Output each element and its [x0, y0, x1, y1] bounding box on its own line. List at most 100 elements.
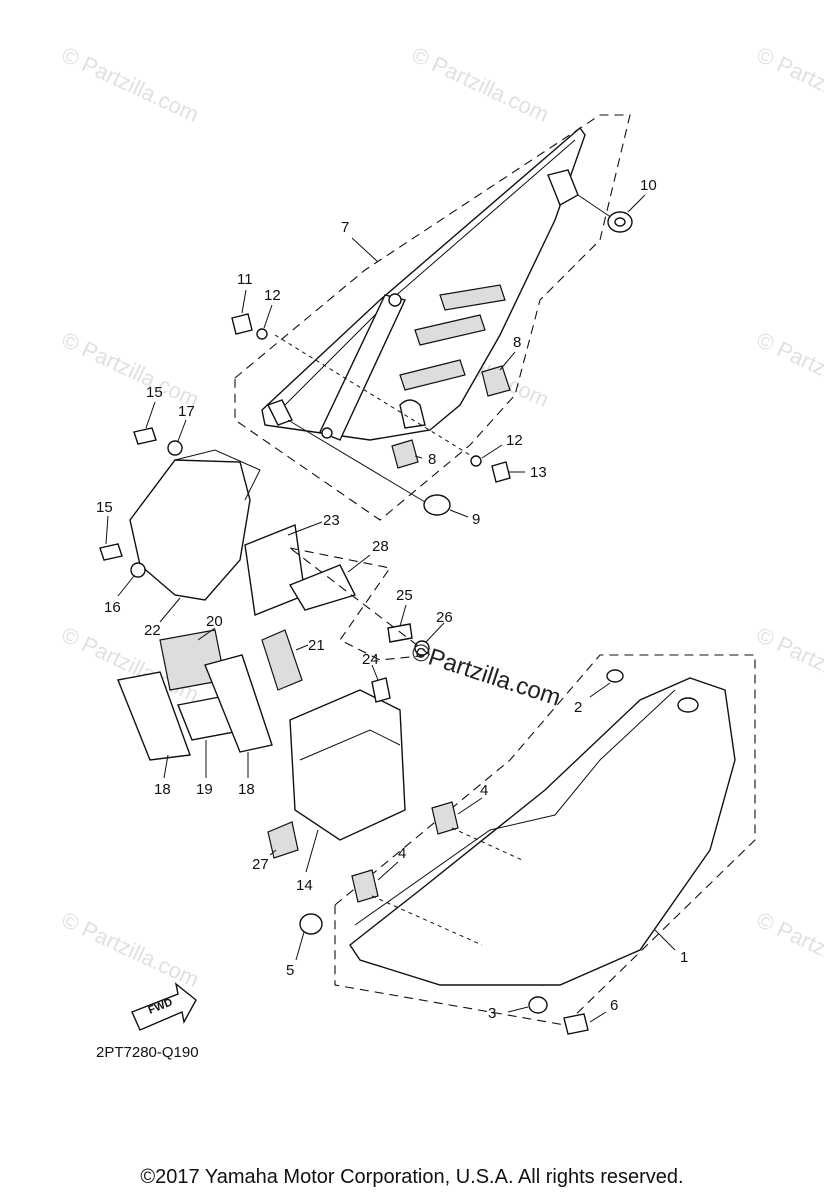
watermark: © Partzilla.com	[58, 42, 203, 127]
partzilla-watermark: ©Partzilla.com	[408, 638, 564, 712]
mounting-hole	[388, 293, 402, 307]
bolt-15-upper	[133, 427, 157, 445]
watermark: © Partzilla.com	[58, 907, 203, 992]
leader-16	[117, 575, 135, 597]
bolt-25	[387, 623, 413, 643]
grommet-5	[299, 913, 323, 935]
cover-rib	[439, 284, 506, 311]
callout-21: 21	[308, 637, 325, 654]
watermark: © Partzilla.com	[58, 327, 203, 412]
callout-4a: 4	[480, 782, 488, 799]
leader-25	[399, 604, 407, 627]
mounting-hole	[321, 427, 333, 439]
leader-5	[295, 931, 305, 961]
battery-box-inner	[299, 729, 401, 761]
callout-19: 19	[196, 781, 213, 798]
damper-4-lower	[351, 869, 379, 903]
watermark: © Partzilla.com	[753, 42, 824, 127]
leader-8a	[499, 351, 516, 371]
diagram-code: 2PT7280-Q190	[96, 1044, 199, 1061]
collar-16	[130, 562, 146, 578]
mounting-boss	[399, 399, 426, 429]
leader-27	[269, 849, 277, 856]
watermark: © Partzilla.com	[753, 622, 824, 707]
callout-7: 7	[341, 219, 349, 236]
leader-28	[347, 554, 371, 573]
grommet-10-hole	[614, 217, 626, 227]
washer-12	[256, 328, 268, 340]
leader-15b	[105, 515, 109, 545]
battery-box-group	[99, 427, 432, 859]
leader-22	[159, 597, 181, 623]
assembly-line	[577, 194, 613, 219]
callout-11: 11	[237, 271, 253, 288]
copyright-notice: ©2017 Yamaha Motor Corporation, U.S.A. A…	[140, 1166, 683, 1188]
callout-8a: 8	[513, 334, 521, 351]
clip-24	[371, 677, 391, 703]
callout-10: 10	[640, 177, 657, 194]
cover-rib	[399, 359, 466, 391]
cover-rear-pin	[267, 399, 293, 426]
callout-leaders	[105, 194, 676, 1023]
damper-4-upper	[431, 801, 459, 835]
callout-17: 17	[178, 403, 195, 420]
leader-12a	[263, 304, 273, 329]
damper-8-upper	[481, 365, 511, 397]
damper-8-lower	[391, 439, 419, 469]
callout-6: 6	[610, 997, 618, 1014]
callout-12b: 12	[506, 432, 523, 449]
callout-14: 14	[296, 877, 313, 894]
collar-3	[528, 996, 548, 1014]
leader-10	[627, 194, 646, 213]
callout-20: 20	[206, 613, 223, 630]
bolt-6	[563, 1013, 589, 1035]
leader-4b	[377, 861, 399, 881]
callout-13: 13	[530, 464, 547, 481]
upper-side-cover-group	[234, 114, 631, 521]
callout-15a: 15	[146, 384, 163, 401]
leader-8b	[414, 455, 423, 459]
callout-12a: 12	[264, 287, 281, 304]
grommet-9	[423, 494, 451, 516]
callout-2: 2	[574, 699, 582, 716]
pad-28	[288, 564, 356, 611]
lower-side-cover	[349, 677, 736, 986]
callout-28: 28	[372, 538, 389, 555]
leader-11	[241, 289, 247, 314]
leader-3	[507, 1006, 529, 1013]
leader-21	[295, 644, 309, 651]
callout-24: 24	[362, 651, 379, 668]
pad-21	[261, 629, 303, 691]
upper-side-cover	[261, 126, 586, 441]
plate-18-left	[117, 671, 191, 761]
watermark: © Partzilla.com	[753, 907, 824, 992]
fwd-arrow-icon	[131, 982, 197, 1031]
callout-26: 26	[436, 609, 453, 626]
leader-15a	[145, 401, 156, 429]
callout-labels: 1 2 3 4 4 5 6 7 8 8 9 10 11 12 12 13 14 …	[96, 177, 688, 1022]
callout-4b: 4	[398, 845, 406, 862]
watermark: © Partzilla.com	[408, 42, 553, 127]
pad-27	[267, 821, 299, 859]
battery-box	[289, 689, 406, 841]
callout-5: 5	[286, 962, 294, 979]
screw-11	[231, 313, 253, 335]
leader-14	[305, 829, 319, 873]
leader-18a	[163, 754, 169, 779]
callout-16: 16	[104, 599, 121, 616]
leader-1	[654, 929, 676, 951]
callout-1: 1	[680, 949, 688, 966]
fwd-arrow: FWD	[131, 982, 197, 1031]
bolt-15-lower	[99, 543, 123, 561]
battery-box-cover	[129, 459, 251, 601]
leader-17	[177, 419, 187, 442]
leader-12b	[481, 444, 503, 459]
lower-side-cover-group	[299, 654, 756, 1035]
assembly-line	[274, 334, 471, 456]
lower-cover-grommet-hole	[677, 697, 699, 713]
upper-hardware	[231, 211, 633, 516]
battery-box-cover-rim	[174, 449, 261, 501]
callout-22: 22	[144, 622, 161, 639]
leader-26	[425, 622, 445, 643]
callout-15b: 15	[96, 499, 113, 516]
